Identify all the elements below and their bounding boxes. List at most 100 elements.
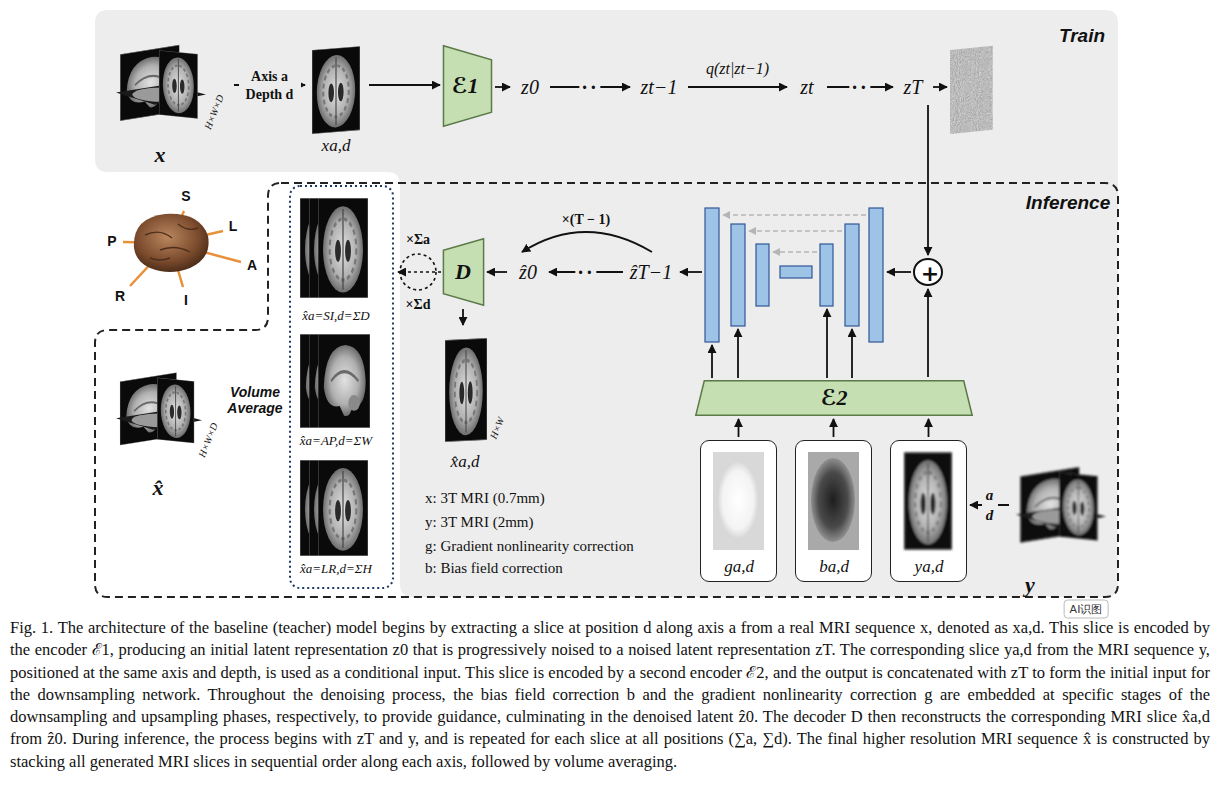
slice-stack-node: x̂a=AP,d=ΣW bbox=[293, 327, 379, 451]
flow-arrow bbox=[462, 309, 464, 325]
node-text: H×W×D bbox=[196, 421, 220, 459]
arrow bbox=[887, 271, 911, 273]
unet-blocks bbox=[756, 244, 769, 306]
unet-blocks bbox=[780, 266, 812, 278]
latent-symbol: zt−1 bbox=[633, 72, 685, 102]
unet-blocks bbox=[705, 208, 719, 342]
node-text: x̂a=SI,d=ΣD bbox=[302, 308, 370, 324]
skip-connection bbox=[749, 230, 842, 232]
watermark: AI识图 bbox=[1064, 600, 1109, 619]
skip-connection bbox=[723, 214, 866, 216]
loop-arrow bbox=[400, 254, 436, 290]
edge-label: Axis a Depth d bbox=[239, 68, 301, 103]
condition-image bbox=[795, 440, 872, 582]
orientation-letter: A bbox=[247, 257, 257, 273]
orientation-letter: R bbox=[115, 288, 125, 304]
node-text: ba,d bbox=[819, 557, 849, 577]
flow-arrow bbox=[928, 419, 930, 437]
mri-slice bbox=[312, 46, 360, 134]
loop-arrow bbox=[224, 254, 441, 400]
node-text: zt bbox=[800, 76, 813, 99]
figure-caption: Fig. 1. The architecture of the baseline… bbox=[10, 617, 1210, 773]
mri-volume-node: x̂H×W×D bbox=[110, 360, 220, 500]
flow-arrow bbox=[927, 105, 929, 255]
flow-arrow bbox=[487, 271, 507, 273]
loop-count: ×Σd bbox=[406, 297, 431, 313]
orientation-brain bbox=[123, 211, 241, 287]
condition-box: ga,d bbox=[700, 440, 777, 582]
node-text: y bbox=[1025, 572, 1035, 598]
node-text: z0 bbox=[521, 76, 539, 99]
arrow bbox=[737, 329, 739, 378]
loop-count: ×Σa bbox=[406, 232, 430, 248]
skip-connection bbox=[773, 251, 817, 253]
edge-label: ·· bbox=[575, 262, 596, 282]
unet-blocks bbox=[820, 244, 833, 306]
legend-note: b: Bias field correction bbox=[425, 560, 563, 577]
slice-stack bbox=[318, 198, 368, 298]
decoder-trapezoid: D bbox=[443, 238, 484, 306]
flow-arrow bbox=[369, 84, 440, 86]
condition-image bbox=[713, 452, 764, 550]
unet-blocks bbox=[731, 224, 745, 326]
latent-symbol: ẑT−1 bbox=[626, 257, 676, 287]
edge-label: ·· bbox=[849, 77, 870, 97]
inference-outline bbox=[95, 183, 1118, 597]
trapezoid-shape bbox=[443, 239, 483, 306]
node-text: ya,d bbox=[915, 557, 944, 577]
output-slice-node: x̂a,dH×W bbox=[438, 328, 506, 476]
node-text: D bbox=[455, 259, 471, 285]
orientation-brain bbox=[145, 224, 198, 260]
slice-stack-node: x̂a=LR,d=ΣH bbox=[293, 454, 379, 584]
node-text: zt−1 bbox=[641, 76, 678, 99]
arrow bbox=[522, 232, 652, 252]
slice-stack-node: x̂a=SI,d=ΣD bbox=[293, 190, 379, 324]
flow-arrow bbox=[927, 289, 929, 377]
legend-note: y: 3T MRI (2mm) bbox=[425, 514, 533, 531]
unet-blocks bbox=[869, 208, 883, 342]
arrow bbox=[826, 309, 828, 378]
latent-symbol: zT bbox=[896, 72, 930, 102]
trapezoid-shape bbox=[443, 46, 491, 126]
condition-image bbox=[718, 462, 758, 538]
orientation-letter: L bbox=[229, 218, 238, 234]
flow-arrow bbox=[738, 419, 740, 437]
mri-volume bbox=[116, 45, 206, 121]
mri-volume bbox=[116, 372, 202, 445]
orientation-brain bbox=[134, 214, 209, 272]
arrow-label: Volume Average bbox=[221, 383, 289, 417]
edge-label: ·· bbox=[579, 77, 600, 97]
node-text: x̂a=AP,d=ΣW bbox=[300, 433, 372, 449]
mri-slice-node: xa,d bbox=[308, 40, 366, 158]
skip-connection bbox=[723, 215, 866, 252]
orientation-letter: S bbox=[181, 188, 190, 204]
slice-stack bbox=[318, 460, 368, 556]
node-text: ℰ2 bbox=[820, 385, 847, 411]
node-text: Inference bbox=[1026, 192, 1110, 214]
arrow bbox=[522, 232, 911, 378]
arrow bbox=[680, 271, 702, 273]
condition-image bbox=[904, 452, 952, 550]
mri-slice bbox=[445, 338, 487, 442]
condition-image bbox=[700, 440, 967, 582]
edge-label: a d bbox=[982, 486, 998, 525]
unet-blocks bbox=[705, 208, 883, 342]
noise-image bbox=[950, 46, 992, 134]
condition-image bbox=[904, 452, 952, 550]
concat-circle: + bbox=[913, 258, 943, 286]
mri-volume bbox=[116, 372, 202, 445]
loop-count: ×(T − 1) bbox=[562, 212, 610, 228]
slice-stack-box bbox=[290, 186, 393, 588]
slice-stack bbox=[300, 198, 370, 556]
mri-slice bbox=[312, 46, 360, 134]
node-text: ẑT−1 bbox=[630, 261, 672, 284]
node-text: ga,d bbox=[724, 557, 754, 577]
noise-image bbox=[950, 46, 992, 134]
trapezoid-shape bbox=[696, 381, 972, 416]
mri-volume-node: xH×W×D bbox=[113, 33, 231, 170]
node-text: H×W bbox=[488, 416, 507, 441]
loop-arrow bbox=[398, 271, 441, 273]
latent-symbol: zt bbox=[790, 72, 824, 102]
slice-stack bbox=[318, 334, 370, 428]
